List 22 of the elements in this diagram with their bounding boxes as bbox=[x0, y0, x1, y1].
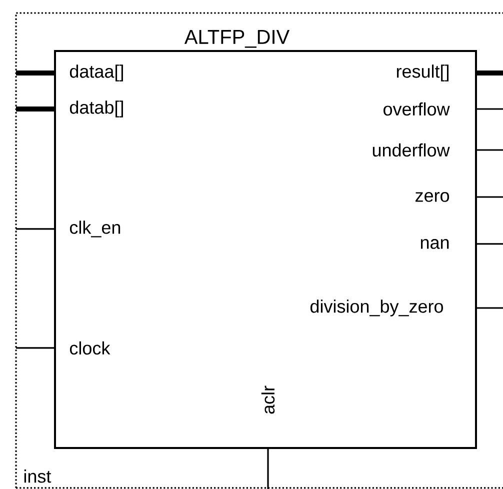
port-name: clock bbox=[70, 341, 110, 355]
port-name: result[] bbox=[396, 64, 449, 82]
port-name: underflow bbox=[372, 143, 450, 157]
pin-line bbox=[16, 70, 54, 76]
port-name: overflow bbox=[384, 102, 450, 116]
port-name: division_by_zero bbox=[310, 300, 444, 316]
pin-line bbox=[16, 347, 54, 349]
port-name: nan bbox=[420, 239, 449, 249]
port-name: aclr bbox=[261, 386, 275, 414]
pin-line bbox=[267, 448, 269, 489]
port-name: dataa[] bbox=[70, 64, 123, 82]
pin-line bbox=[477, 307, 503, 309]
port-name: datab[] bbox=[70, 100, 123, 118]
pin-line bbox=[16, 106, 54, 112]
pin-line bbox=[477, 243, 503, 245]
pin-line bbox=[477, 196, 503, 198]
pin-line bbox=[477, 149, 503, 151]
port-name: clk_en bbox=[70, 220, 120, 238]
pin-line bbox=[477, 108, 503, 110]
port-name: zero bbox=[416, 192, 450, 202]
pin-line bbox=[16, 228, 54, 230]
pin-line bbox=[477, 70, 503, 76]
